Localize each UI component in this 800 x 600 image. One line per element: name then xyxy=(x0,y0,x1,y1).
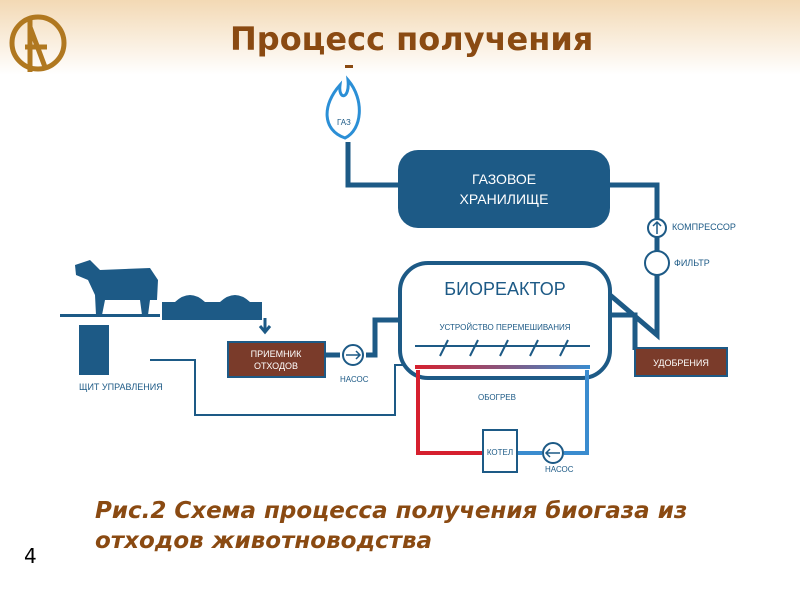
filter-icon xyxy=(644,250,670,276)
cow-icon xyxy=(75,260,158,315)
compressor-label: КОМПРЕССОР xyxy=(672,222,736,232)
filter-label: ФИЛЬТР xyxy=(674,258,710,268)
pump2-label: НАСОС xyxy=(545,465,574,474)
boiler-label: КОТЕЛ xyxy=(487,448,513,457)
gas-storage-tank xyxy=(398,150,610,228)
control-panel-icon xyxy=(79,325,109,375)
gas-label: ГАЗ xyxy=(337,118,351,127)
fertilizer-label: УДОБРЕНИЯ xyxy=(653,358,709,368)
boiler xyxy=(482,429,518,473)
logo-icon xyxy=(9,14,67,72)
slide-title: Процесс получения xyxy=(230,20,594,58)
mixer-label: УСТРОЙСТВО ПЕРЕМЕШИВАНИЯ xyxy=(439,323,570,332)
receiver-label-1: ПРИЕМНИК xyxy=(251,349,302,359)
heating-label: ОБОГРЕВ xyxy=(478,393,516,402)
biogas-diagram: ГАЗ ГАЗОВОЕ ХРАНИЛИЩЕ КОМПРЕССОР ФИЛЬТР … xyxy=(60,65,736,474)
receiver-label-2: ОТХОДОВ xyxy=(254,361,298,371)
fertilizer-tank xyxy=(634,347,728,377)
page-number: 4 xyxy=(24,544,37,568)
figure-caption: Рис.2 Схема процесса получения биогаза и… xyxy=(95,498,688,554)
waste-receiver xyxy=(227,341,326,378)
flame-icon xyxy=(325,75,361,140)
storage-label-2: ХРАНИЛИЩЕ xyxy=(460,191,549,207)
bioreactor-tank xyxy=(398,261,612,380)
control-panel-label: ЩИТ УПРАВЛЕНИЯ xyxy=(79,382,163,392)
storage-label-1: ГАЗОВОЕ xyxy=(472,171,536,187)
pump-label: НАСОС xyxy=(340,375,369,384)
bioreactor-label: БИОРЕАКТОР xyxy=(444,279,565,299)
header-band xyxy=(0,0,800,75)
conveyor xyxy=(162,302,262,320)
